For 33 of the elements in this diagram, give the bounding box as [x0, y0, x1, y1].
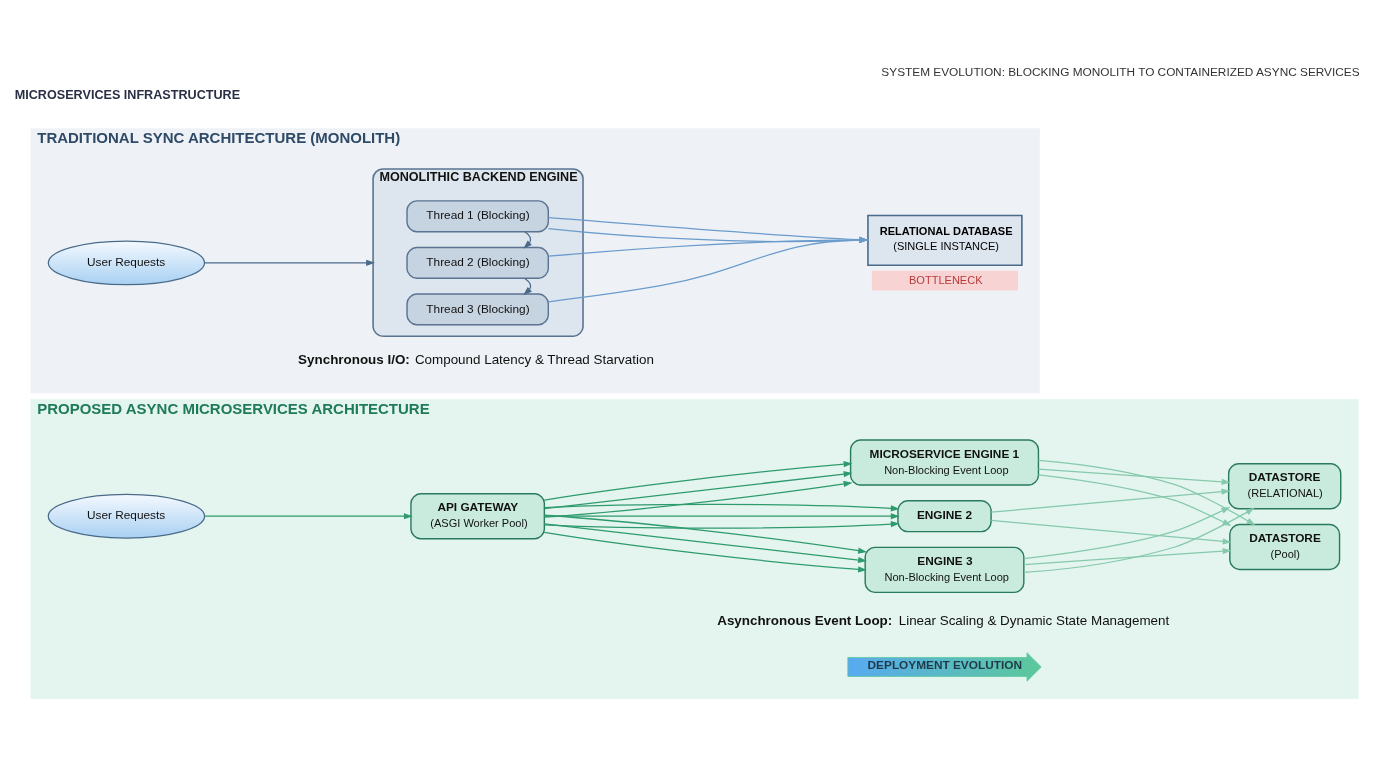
- arrow: [1023, 548, 1232, 566]
- arrow: [543, 531, 867, 573]
- arrow: [543, 514, 867, 554]
- label: MICROSERVICES INFRASTRUCTURE: [14, 88, 241, 103]
- node-box: DATASTORE (Pool): [1229, 523, 1341, 571]
- arrow: [543, 461, 853, 501]
- node-box: ENGINE 2: [897, 500, 992, 533]
- node-ellipse: User Requests: [47, 493, 206, 539]
- arrow: [203, 513, 413, 520]
- arrow: [543, 503, 900, 512]
- label: Asynchronous Event Loop: Linear Scaling & Dynamic State Management: [717, 613, 1170, 629]
- arrow: [1023, 507, 1255, 574]
- node-label: BOTTLENECK: [909, 273, 983, 286]
- arrow: [543, 520, 900, 529]
- arrow: [543, 471, 853, 510]
- node-box: Thread 3 (Blocking): [406, 293, 549, 326]
- node-box: ENGINE 3 Non-Blocking Event Loop: [864, 546, 1025, 594]
- arrow: [203, 259, 375, 266]
- label: Synchronous I/O: Compound Latency & Thread Starvation: [298, 351, 654, 367]
- node-box: API GATEWAY (ASGI Worker Pool): [410, 493, 546, 540]
- arrow: [990, 488, 1231, 513]
- arrow: [1037, 468, 1231, 485]
- node-box: Thread 1 (Blocking): [406, 200, 549, 233]
- diagram-title: SYSTEM EVOLUTION: BLOCKING MONOLITH TO CONTAINERIZED ASYNC SERVICES: [881, 64, 1360, 79]
- node-box: MICROSERVICE ENGINE 1 Non-Blocking Event Loop: [849, 439, 1040, 486]
- arrow: [523, 231, 532, 249]
- arrow: [543, 513, 900, 520]
- arrow: [523, 277, 532, 296]
- arrow: [543, 480, 853, 518]
- node-ellipse: User Requests: [47, 240, 206, 286]
- arrow: [543, 523, 867, 564]
- node-box: Thread 2 (Blocking): [406, 246, 549, 279]
- node-box: DATASTORE (RELATIONAL): [1227, 463, 1342, 510]
